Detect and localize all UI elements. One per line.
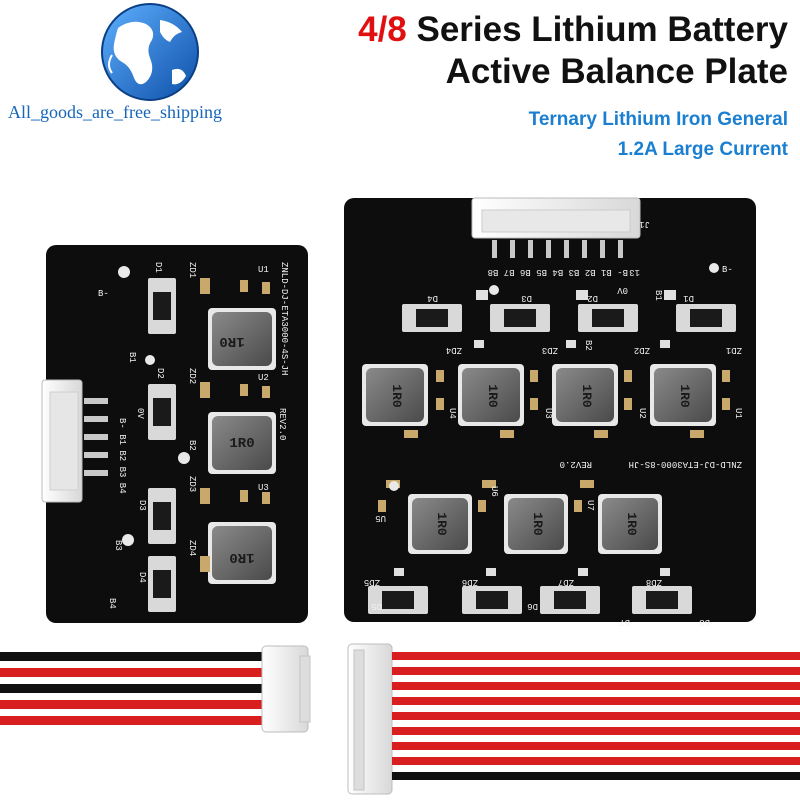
large-label-zd7: ZD7 [558,577,574,587]
title-accent: 4/8 [358,10,407,49]
small-inductor-label-2: 1R0 [229,436,254,452]
large-inductor-label-6: 1R0 [530,512,545,536]
small-label-b2: B2 [187,440,197,451]
large-label-ov: 0V [617,285,628,295]
large-label-bminus: B- [722,265,733,275]
small-label-b4: B4 [107,598,117,609]
large-label-d2: D2 [587,293,598,303]
large-label-u5: U5 [375,513,386,523]
small-label-u3: U3 [258,483,269,493]
title-line-1-rest: Series Lithium Battery [406,10,788,49]
large-label-d7: D7 [619,617,630,627]
large-8s-board [344,197,756,622]
large-label-zd2: ZD2 [634,345,650,355]
small-rev-text: REV2.0 [277,408,287,440]
small-inductor-label-1: 1R0 [219,333,244,349]
large-rev-text: REV2.0 [560,459,592,469]
wire-harness-small [0,645,311,733]
small-label-d2: D2 [155,368,165,379]
small-label-zd2: ZD2 [187,368,197,384]
large-label-zd4: ZD4 [446,345,462,355]
large-label-zd3: ZD3 [542,345,558,355]
small-label-bminus: B- [98,289,109,299]
large-label-d5: D5 [371,601,382,611]
large-inductor-label-7: 1R0 [624,512,639,536]
large-label-zd6: ZD6 [462,577,478,587]
subtitle-line-1: Ternary Lithium Iron General [528,109,788,130]
watermark-text: All_goods_are_free_shipping [8,102,222,122]
globe-logo [101,3,199,101]
large-pin-labels: B- B1 B2 B3 B4 B5 B6 B7 B8 [488,267,628,277]
small-label-zd3: ZD3 [187,476,197,492]
large-label-zd8: ZD8 [646,577,662,587]
title-line-1: 4/8 Series Lithium Battery [358,10,788,50]
large-label-u3: U3 [543,408,553,419]
large-inductor-label-4: 1R0 [677,384,692,408]
large-label-d3: D3 [521,293,532,303]
large-label-u7: U7 [585,500,595,511]
small-4s-board [41,245,308,623]
small-inductor-label-3: 1R0 [229,549,254,565]
large-inductor-label-2: 1R0 [485,384,500,408]
large-connector-label: J1 [639,219,650,229]
small-label-u1: U1 [258,265,269,275]
small-label-ov: 0V [135,408,145,419]
large-inductor-label-5: 1R0 [434,512,449,536]
small-label-u2: U2 [258,373,269,383]
small-pin-labels: B- B1 B2 B3 B4 [117,418,127,494]
small-label-d4: D4 [137,572,147,583]
large-label-zd1: ZD1 [726,345,742,355]
large-label-13: 13 [629,267,640,277]
small-label-b1: B1 [127,352,137,363]
small-model-text: ZNLD-DJ-ETA3000-4S-JH [279,262,289,375]
small-label-b3: B3 [113,540,123,551]
large-label-d4: D4 [427,293,438,303]
large-label-d6: D6 [527,601,538,611]
large-label-zd5: ZD5 [364,577,380,587]
large-label-b1: B1 [653,290,663,301]
large-label-d8: D8 [699,617,710,627]
large-label-b2: B2 [583,340,593,351]
large-label-d1: D1 [683,293,694,303]
title-line-2: Active Balance Plate [445,52,788,91]
large-label-u4: U4 [447,408,457,419]
large-model-text: ZNLD-DJ-ETA3000-8S-JH [629,459,742,469]
small-label-zd4: ZD4 [187,540,197,556]
large-inductor-label-1: 1R0 [389,384,404,408]
large-inductor-label-3: 1R0 [579,384,594,408]
small-label-d1: D1 [153,262,163,273]
large-label-u2: U2 [637,408,647,419]
large-label-u1: U1 [733,408,743,419]
small-label-d3: D3 [137,500,147,511]
small-label-zd1: ZD1 [187,262,197,278]
large-label-u6: U6 [489,486,499,497]
wire-harness-large [347,643,800,795]
subtitle-line-2: 1.2A Large Current [617,139,788,160]
